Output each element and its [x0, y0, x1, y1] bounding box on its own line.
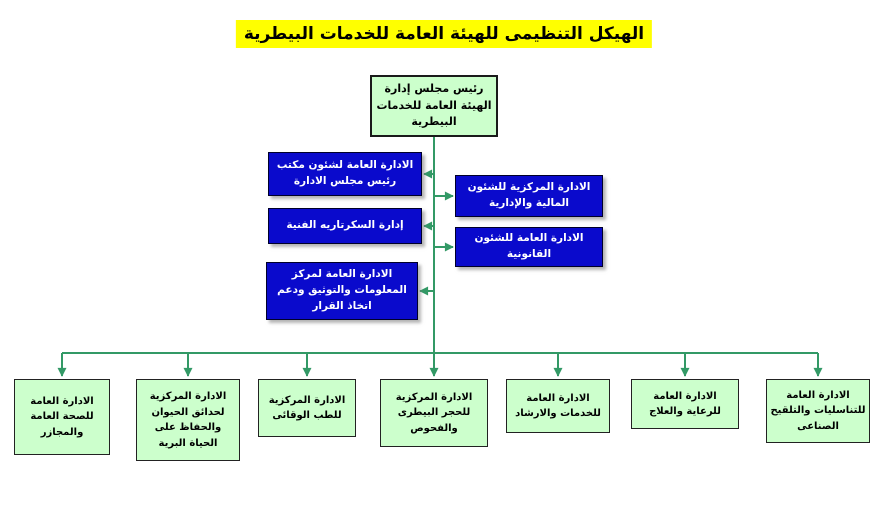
box-technical-secretariat: إدارة السكرتاريه الفنية: [268, 208, 422, 244]
box-chairman: رئيس مجلس إدارة الهيئة العامة للخدمات ال…: [370, 75, 498, 137]
box-legal-affairs: الادارة العامة للشئون القانونية: [455, 227, 603, 267]
box-public-health-slaughterhouses: الادارة العامة للصحة العامة والمجازر: [14, 379, 110, 455]
box-preventive-medicine: الادارة المركزية للطب الوقائى: [258, 379, 356, 437]
down-arrows: [57, 353, 823, 377]
box-reproduction-artificial-insemination: الادارة العامة للتناسليات والتلقيح الصنا…: [766, 379, 870, 443]
box-care-treatment: الادارة العامة للرعاية والعلاج: [631, 379, 739, 429]
box-chairman-office-affairs: الادارة العامة لشئون مكتب رئيس مجلس الاد…: [268, 152, 422, 196]
spine-and-rail: [62, 137, 818, 354]
box-financial-admin-affairs: الادارة المركزية للشئون المالية والإداري…: [455, 175, 603, 217]
page-title: الهيكل التنظيمى للهيئة العامة للخدمات ال…: [235, 20, 653, 48]
box-services-extension: الادارة العامة للخدمات والارشاد: [506, 379, 610, 433]
box-zoos-wildlife: الادارة المركزية لحدائق الحيوان والحفاظ …: [136, 379, 240, 461]
box-veterinary-quarantine: الادارة المركزية للحجر البيطرى والفحوص: [380, 379, 488, 447]
side-arrows: [419, 169, 454, 296]
box-information-center: الادارة العامة لمركز المعلومات والتوثيق …: [266, 262, 418, 320]
